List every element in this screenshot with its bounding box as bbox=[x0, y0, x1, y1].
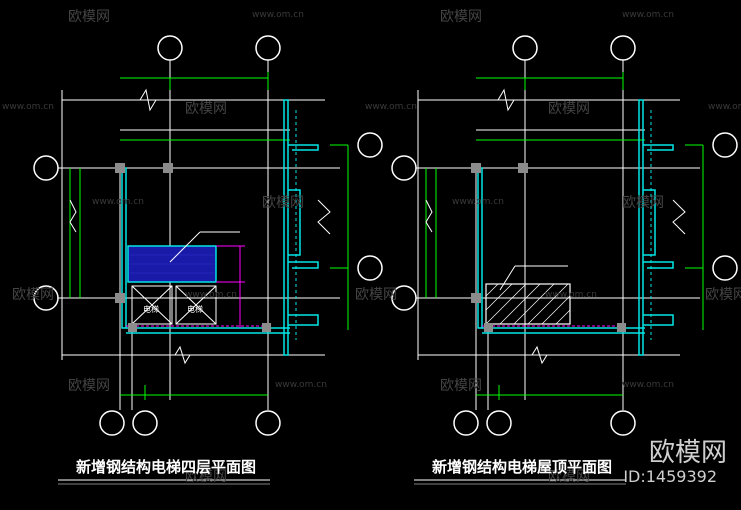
column bbox=[163, 163, 173, 173]
watermark-url: www.om.cn bbox=[452, 197, 504, 207]
column bbox=[471, 293, 481, 303]
watermark-url: www.om.cn bbox=[622, 380, 674, 390]
axis-bubble bbox=[255, 35, 281, 61]
watermark-logo: 欧模网 bbox=[262, 195, 304, 211]
drawing-title-fourth-floor: 新增钢结构电梯四层平面图 bbox=[76, 458, 257, 476]
watermark-logo: 欧模网 bbox=[68, 378, 110, 394]
column bbox=[115, 163, 125, 173]
column bbox=[484, 323, 493, 332]
watermark-logo: 欧模网 bbox=[185, 101, 227, 117]
axis-bubble bbox=[255, 410, 281, 436]
watermark-logo: 欧模网 bbox=[440, 9, 482, 25]
axis-bubble bbox=[512, 35, 538, 61]
watermark-logo: 欧模网 bbox=[12, 287, 54, 303]
axis-bubble bbox=[33, 155, 59, 181]
axis-bubble bbox=[712, 255, 738, 281]
axis-bubble bbox=[391, 155, 417, 181]
drawing-title-roof: 新增钢结构电梯屋顶平面图 bbox=[432, 458, 613, 476]
roof-plan bbox=[391, 35, 738, 485]
column bbox=[471, 163, 481, 173]
watermark-logo: 欧模网 bbox=[622, 195, 664, 211]
column bbox=[128, 323, 137, 332]
watermark-url: www.om.cn bbox=[185, 290, 237, 300]
axis-bubble bbox=[132, 410, 158, 436]
axis-bubble bbox=[712, 132, 738, 158]
watermark-url: www.om.cn bbox=[92, 197, 144, 207]
column bbox=[262, 323, 271, 332]
axis-bubble bbox=[99, 410, 125, 436]
watermark-logo: 欧模网 bbox=[705, 287, 741, 303]
axis-bubble bbox=[357, 132, 383, 158]
axis-bubble bbox=[610, 35, 636, 61]
column bbox=[617, 323, 626, 332]
watermark-logo: 欧模网 bbox=[548, 101, 590, 117]
column bbox=[518, 163, 528, 173]
column bbox=[115, 293, 125, 303]
watermark-url: www.om.cn bbox=[365, 102, 417, 112]
watermark-url: www.om.cn bbox=[2, 102, 54, 112]
fourth-floor-plan: 电梯 电梯 bbox=[33, 35, 383, 485]
corner-brand-logo: 欧模网 bbox=[648, 438, 727, 468]
watermark-logo: 欧模网 bbox=[548, 469, 590, 485]
elevator-tag-left: 电梯 bbox=[143, 304, 159, 314]
axis-bubble bbox=[357, 255, 383, 281]
axis-bubble bbox=[157, 35, 183, 61]
watermark-url: www.om.cn bbox=[545, 290, 597, 300]
watermark-url: www.om.cn bbox=[622, 10, 674, 20]
elevator-tag-right: 电梯 bbox=[187, 304, 203, 314]
corner-brand-id: ID:1459392 bbox=[623, 467, 717, 486]
watermark-logo: 欧模网 bbox=[355, 287, 397, 303]
watermark-logo: 欧模网 bbox=[68, 9, 110, 25]
axis-bubble bbox=[610, 410, 636, 436]
watermark-url: www.om.cn bbox=[708, 102, 741, 112]
watermark-url: www.om.cn bbox=[275, 380, 327, 390]
watermark-logo: 欧模网 bbox=[440, 378, 482, 394]
watermark-url: www.om.cn bbox=[252, 10, 304, 20]
axis-bubble bbox=[486, 410, 512, 436]
axis-bubble bbox=[453, 410, 479, 436]
watermark-logo: 欧模网 bbox=[185, 469, 227, 485]
